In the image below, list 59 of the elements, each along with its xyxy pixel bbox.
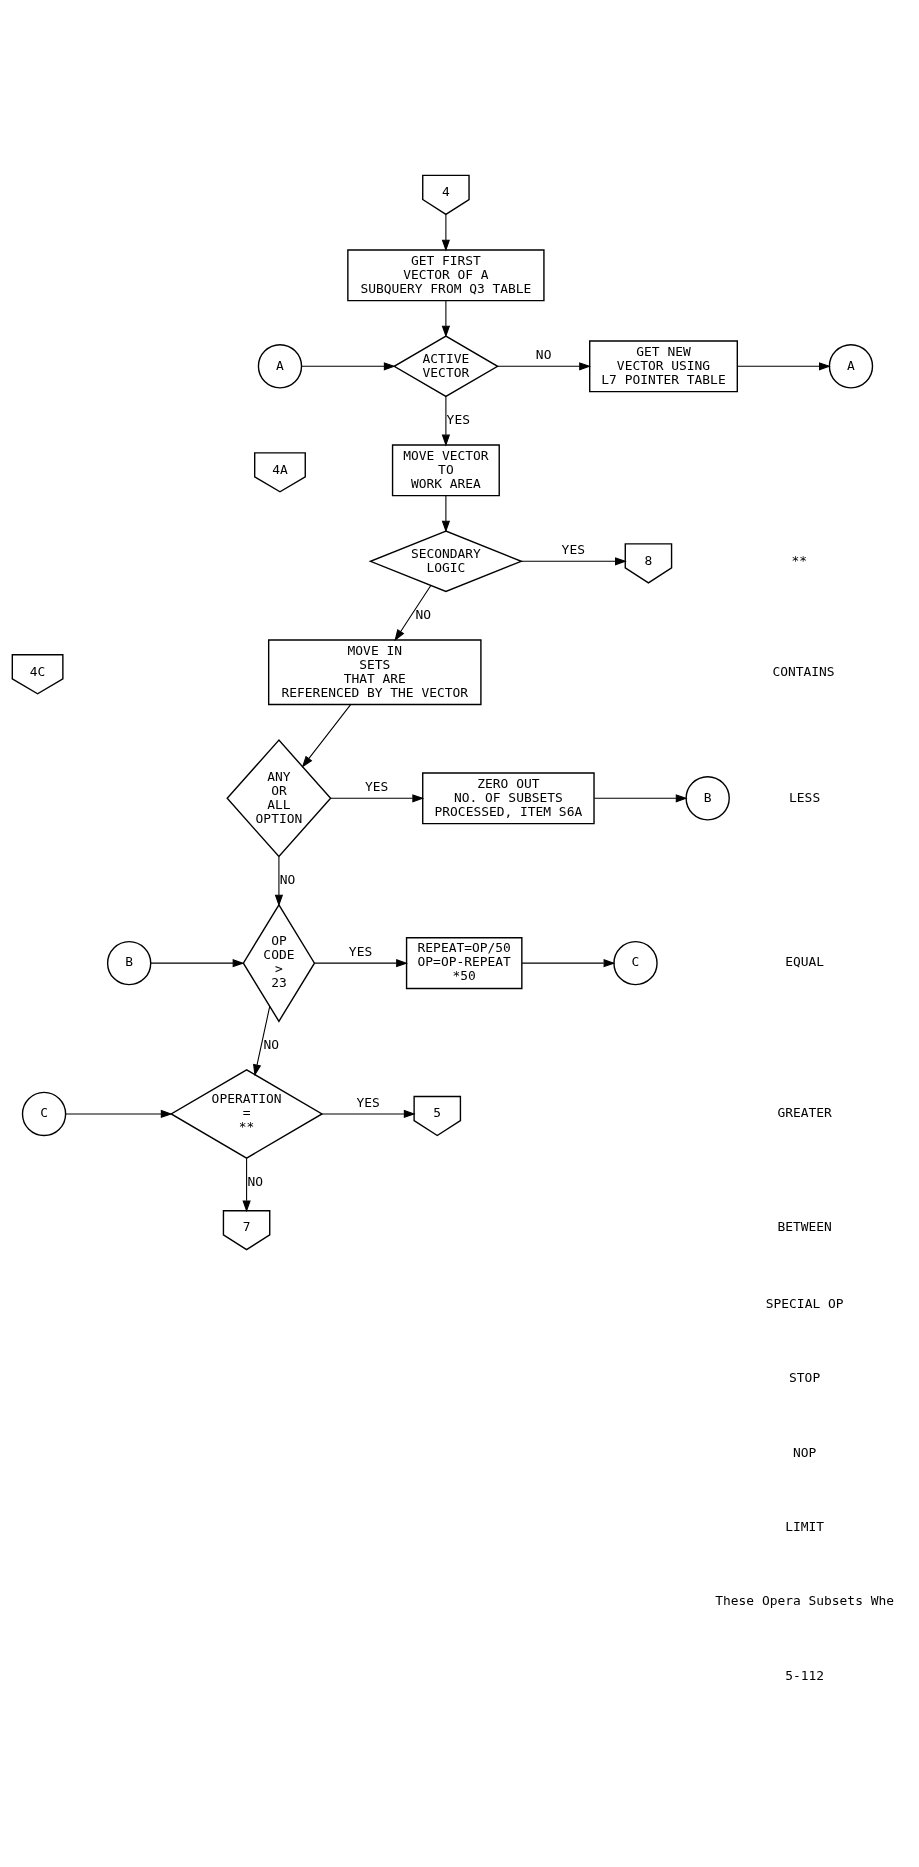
- node-circle: B: [685, 776, 730, 821]
- arrow: [593, 794, 688, 803]
- node-diamond: OP CODE > 23: [242, 903, 316, 1023]
- label: NOP: [792, 1444, 817, 1460]
- arrow: [274, 856, 284, 907]
- label: EQUAL: [785, 954, 825, 970]
- node-box: GET NEW VECTOR USING L7 POINTER TABLE: [589, 340, 738, 393]
- edge-label: NO: [415, 607, 432, 623]
- edge-label: YES: [561, 542, 585, 558]
- arrow: [321, 1109, 416, 1119]
- label: CONTAINS: [772, 663, 835, 679]
- label: 5-112: [785, 1667, 825, 1683]
- label: LESS: [789, 789, 821, 805]
- arrow: [301, 704, 352, 768]
- label: BETWEEN: [777, 1219, 832, 1235]
- label: SPECIAL OP: [765, 1295, 844, 1311]
- arrow: [441, 495, 451, 533]
- node-circle: C: [21, 1091, 67, 1137]
- node-box: GET FIRST VECTOR OF A SUBQUERY FROM Q3 TABLE: [347, 249, 545, 302]
- arrow: [736, 362, 831, 371]
- node-box: MOVE VECTOR TO WORK AREA: [391, 444, 500, 497]
- label: LIMIT: [785, 1518, 825, 1534]
- edge-label: NO: [263, 1036, 280, 1052]
- label: **: [791, 552, 808, 568]
- node-diamond: ANY OR ALL OPTION: [226, 739, 332, 858]
- arrow: [301, 362, 396, 371]
- edge-label: YES: [365, 779, 389, 795]
- arrow: [330, 794, 425, 803]
- node-diamond: ACTIVE VECTOR: [392, 335, 499, 398]
- label: These Opera Subsets Whe: [715, 1593, 894, 1609]
- arrow: [314, 958, 408, 968]
- edge-label: NO: [247, 1173, 263, 1189]
- arrow: [520, 557, 627, 566]
- node-circle: C: [613, 940, 658, 986]
- node-box: MOVE IN SETS THAT ARE REFERENCED BY THE VECTOR: [268, 639, 482, 706]
- edge-label: NO: [535, 347, 552, 363]
- arrow: [497, 362, 592, 371]
- label: GREATER: [777, 1105, 832, 1121]
- arrow: [150, 958, 245, 968]
- node-circle: A: [828, 344, 874, 389]
- arrow: [441, 214, 451, 252]
- edge-label: YES: [356, 1095, 380, 1111]
- arrow: [242, 1157, 251, 1213]
- arrow: [441, 396, 451, 447]
- edge-label: NO: [279, 872, 296, 888]
- label: STOP: [789, 1370, 821, 1386]
- node-diamond: OPERATION = **: [169, 1068, 324, 1159]
- arrow: [441, 300, 451, 338]
- node-box: REPEAT=OP/50 OP=OP-REPEAT *50: [405, 937, 523, 990]
- node-circle: B: [106, 940, 152, 986]
- edge-label: YES: [446, 412, 470, 428]
- arrow: [394, 584, 432, 642]
- edge-label: YES: [348, 944, 373, 960]
- node-box: ZERO OUT NO. OF SUBSETS PROCESSED, ITEM S6A: [422, 772, 595, 825]
- arrow: [253, 1005, 271, 1077]
- arrow: [521, 958, 616, 968]
- node-diamond: SECONDARY LOGIC: [368, 530, 524, 593]
- arrow: [65, 1109, 173, 1119]
- node-circle: A: [257, 344, 303, 389]
